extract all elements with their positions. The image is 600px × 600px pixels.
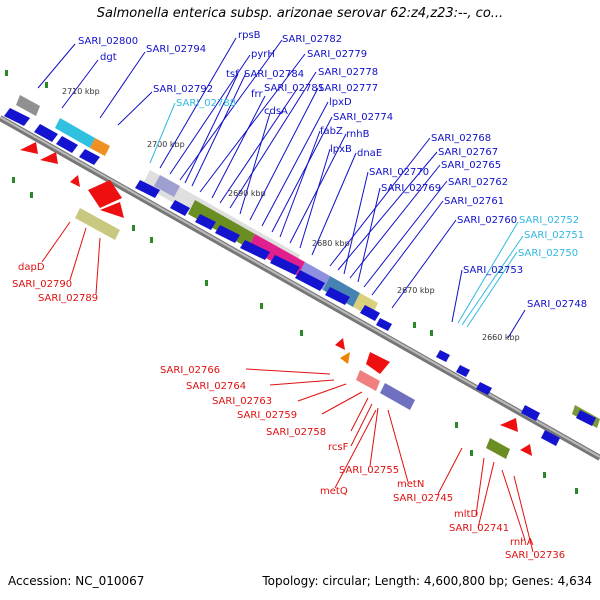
- gene-label: SARI_02788: [176, 98, 236, 109]
- gene-label: dnaE: [357, 148, 382, 159]
- gene-label: lpxD: [329, 97, 352, 108]
- reverse-leader-lines: [41, 221, 534, 553]
- tick-label: 2690 kbp: [228, 189, 266, 198]
- gene-label: SARI_02760: [457, 215, 517, 226]
- gc-markers: [5, 70, 578, 494]
- gene-label: SARI_02790: [12, 279, 72, 290]
- gene-label: rnhB: [346, 129, 370, 140]
- gene-label: SARI_02755: [339, 465, 399, 476]
- gene-label: SARI_02765: [441, 160, 501, 171]
- forward-gene-arrows: [4, 108, 596, 446]
- map-title: Salmonella enterica subsp. arizonae sero…: [96, 6, 504, 21]
- tick-label: 2670 kbp: [397, 286, 435, 295]
- gene-label: SARI_02748: [527, 299, 587, 310]
- genome-backbone: [0, 115, 600, 461]
- gene-label: dapD: [18, 262, 45, 273]
- gene-label: SARI_02767: [438, 147, 498, 158]
- gene-label: rcsF: [328, 442, 349, 453]
- gene-label: mltD: [454, 509, 478, 520]
- tick-label: 2710 kbp: [62, 87, 100, 96]
- gene-label: SARI_02763: [212, 396, 272, 407]
- gene-label: SARI_02768: [431, 133, 491, 144]
- gene-label: frr: [251, 89, 263, 100]
- gene-label: SARI_02750: [518, 248, 578, 259]
- forward-gene-labels: SARI_02800 dgt SARI_02794 SARI_02792 SAR…: [78, 30, 587, 310]
- rna-leader-lines: [149, 102, 524, 328]
- gene-label: SARI_02736: [505, 550, 565, 561]
- gene-label: SARI_02781: [264, 83, 324, 94]
- tick-labels: 2710 kbp 2700 kbp 2690 kbp 2680 kbp 2670…: [62, 87, 520, 342]
- gene-label: SARI_02769: [381, 183, 441, 194]
- gene-label: SARI_02741: [449, 523, 509, 534]
- gene-label: SARI_02800: [78, 36, 138, 47]
- genome-summary-text: Topology: circular; Length: 4,600,800 bp…: [262, 574, 592, 588]
- gene-label: SARI_02779: [307, 49, 367, 60]
- gene-label: rpsB: [238, 30, 261, 41]
- gene-label: cdsA: [264, 106, 288, 117]
- tick-label: 2680 kbp: [312, 239, 350, 248]
- gene-label: SARI_02777: [318, 83, 378, 94]
- gene-label: SARI_02774: [333, 112, 393, 123]
- gene-label: metQ: [320, 486, 348, 497]
- forward-leader-lines: [37, 37, 526, 339]
- gene-label: SARI_02778: [318, 67, 378, 78]
- gene-label: lpxB: [330, 144, 352, 155]
- accession-text: Accession: NC_010067: [8, 574, 145, 588]
- tick-label: 2660 kbp: [482, 333, 520, 342]
- gene-label: pyrH: [251, 49, 275, 60]
- gene-label: SARI_02764: [186, 381, 246, 392]
- gene-label: SARI_02792: [153, 84, 213, 95]
- reverse-gene-arrows: [20, 142, 532, 456]
- gene-label: SARI_02758: [266, 427, 326, 438]
- gene-label: SARI_02761: [444, 196, 504, 207]
- gene-label: rnhA: [510, 537, 534, 548]
- gene-label: SARI_02759: [237, 410, 297, 421]
- gene-label: SARI_02745: [393, 493, 453, 504]
- gene-label: metN: [397, 479, 424, 490]
- reverse-gene-labels: dapD SARI_02790 SARI_02789 SARI_02766 SA…: [12, 262, 565, 561]
- gene-label: dgt: [100, 52, 117, 63]
- gene-label: SARI_02789: [38, 293, 98, 304]
- gene-label: SARI_02770: [369, 167, 429, 178]
- gene-label: SARI_02751: [524, 230, 584, 241]
- gene-label: SARI_02782: [282, 34, 342, 45]
- gene-label: SARI_02784: [244, 69, 304, 80]
- gene-label: SARI_02766: [160, 365, 220, 376]
- gene-label: SARI_02762: [448, 177, 508, 188]
- tick-label: 2700 kbp: [147, 140, 185, 149]
- gene-label: fabZ: [320, 126, 343, 137]
- gene-label: SARI_02794: [146, 44, 206, 55]
- gene-label: SARI_02753: [463, 265, 523, 276]
- gene-label: tsf: [226, 69, 239, 80]
- gene-label: SARI_02752: [519, 215, 579, 226]
